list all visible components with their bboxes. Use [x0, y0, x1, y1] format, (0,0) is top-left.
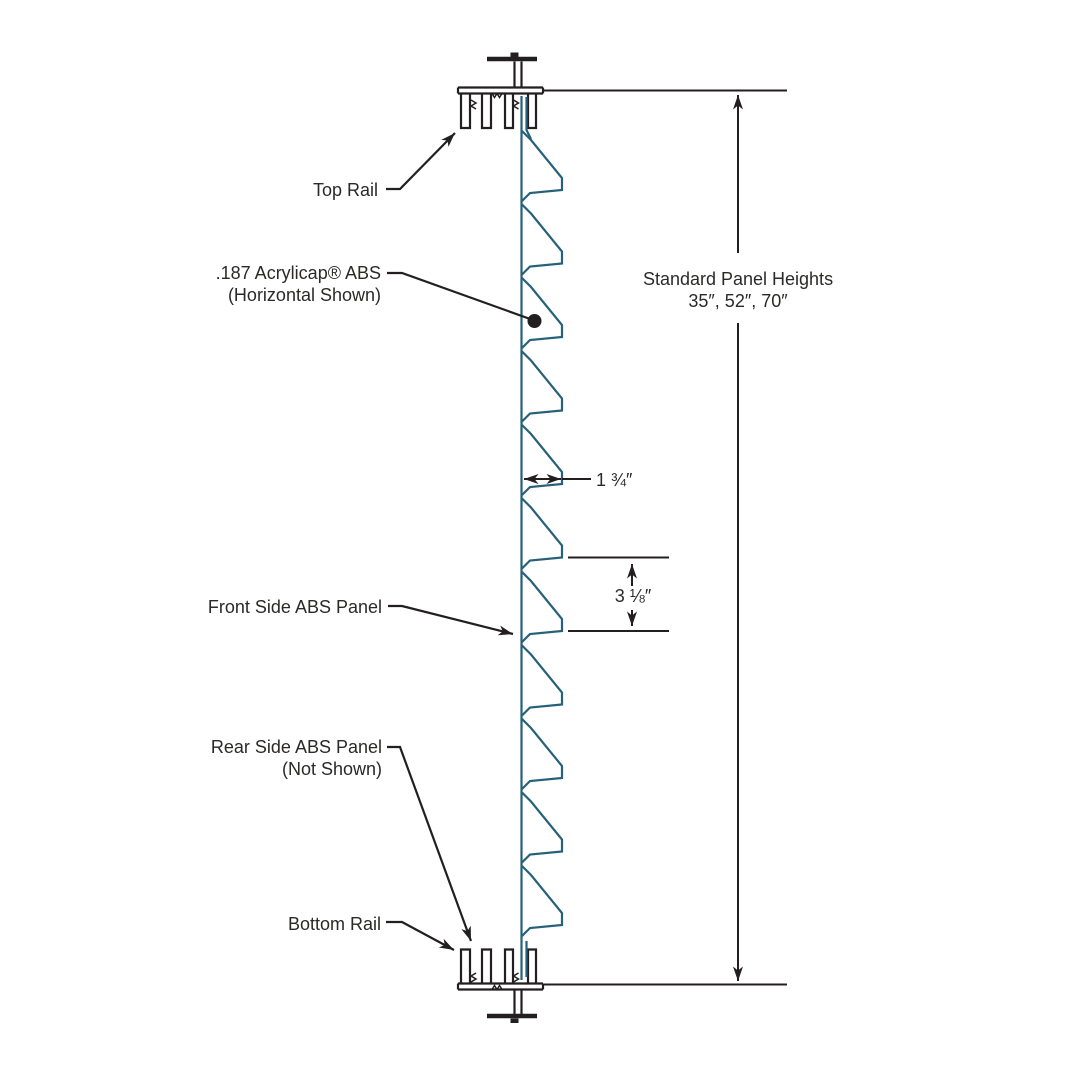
top-rail-serrations: [469, 92, 520, 110]
bottom-rail-label: Bottom Rail: [287, 914, 381, 934]
acrylicap-label: .187 Acrylicap® ABS (Horizontal Shown): [216, 262, 381, 306]
panel-drawing: [520, 96, 564, 980]
top-rail-flange-bump: [510, 52, 519, 57]
bottom-rail-flange-bump: [510, 1018, 519, 1023]
top-rail-left-channel: [459, 93, 493, 130]
top-rail-right-channel: [503, 93, 538, 130]
width-dimension-label: 1 ¾″: [596, 470, 633, 490]
acrylicap-leader: [387, 271, 534, 322]
rear-panel-label-line2: (Not Shown): [281, 759, 382, 779]
acrylicap-leader-dot: [527, 314, 542, 328]
top-rail-label: Top Rail: [312, 180, 378, 200]
panel-heights-label: Standard Panel Heights 35″, 52″, 70″: [588, 268, 888, 312]
top-rail-drawing: [456, 52, 545, 130]
bottom-rail-left-channel: [459, 948, 493, 984]
acrylicap-label-line2: (Horizontal Shown): [227, 285, 381, 305]
bottom-rail-drawing: [456, 948, 545, 1023]
front-panel-leader: [388, 604, 514, 636]
panel-front-edge-top: [525, 97, 532, 140]
panel-ribs: [521, 130, 564, 937]
leader-lines: [386, 132, 542, 951]
rear-panel-leader: [387, 745, 473, 942]
rear-panel-label: Rear Side ABS Panel (Not Shown): [211, 736, 382, 780]
bottom-rail-leader: [386, 920, 455, 951]
top-rail-leader: [386, 132, 456, 191]
panel-heights-values: 35″, 52″, 70″: [688, 291, 788, 311]
acrylicap-label-line1: .187 Acrylicap® ABS: [215, 263, 381, 283]
bottom-rail-right-channel: [503, 948, 538, 984]
pitch-dimension-label: 3 ⅛″: [614, 586, 652, 606]
top-rail-plate: [456, 86, 545, 95]
bottom-rail-plate: [456, 982, 545, 991]
height-dimension: [543, 89, 787, 986]
front-panel-label: Front Side ABS Panel: [207, 597, 382, 617]
rear-panel-label-line1: Rear Side ABS Panel: [210, 737, 382, 757]
top-rail-stem: [513, 61, 523, 87]
bottom-rail-stem: [513, 990, 523, 1014]
panel-heights-title: Standard Panel Heights: [642, 269, 834, 289]
bottom-rail-serrations: [469, 972, 520, 991]
pitch-dimension: [568, 556, 669, 632]
